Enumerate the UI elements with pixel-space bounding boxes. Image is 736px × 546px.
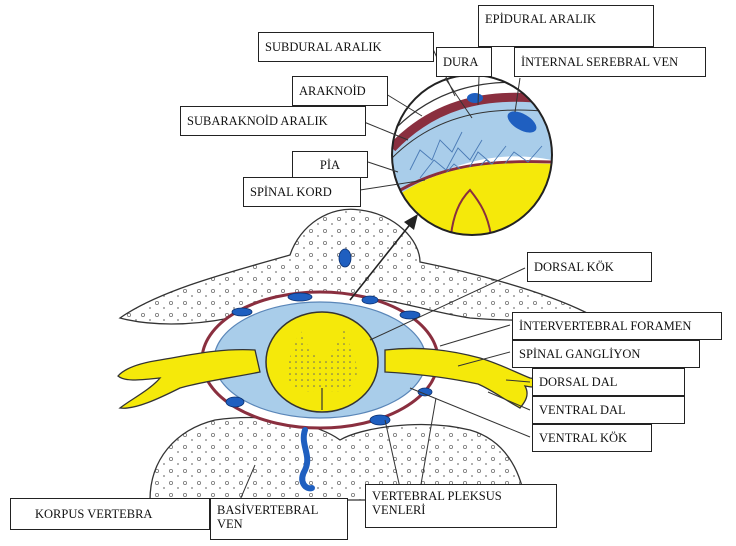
label-araknoid: ARAKNOİD [292,76,388,106]
label-ventral-kok: VENTRAL KÖK [532,424,652,452]
label-ventral-dal: VENTRAL DAL [532,396,685,424]
label-dorsal-kok: DORSAL KÖK [527,252,652,282]
label-subdural-aralik: SUBDURAL ARALIK [258,32,434,62]
label-intervertebral-foramen: İNTERVERTEBRAL FORAMEN [512,312,722,340]
label-subaraknoid-aralik: SUBARAKNOİD ARALIK [180,106,366,136]
label-vertebral-pleksus-venleri: VERTEBRAL PLEKSUS VENLERİ [365,484,557,528]
magnify-arrowhead [404,214,418,230]
label-korpus-vertebra: KORPUS VERTEBRA [10,498,210,530]
label-spinal-gangliyon: SPİNAL GANGLİYON [512,340,700,368]
label-basivertebral-ven: BASİVERTEBRAL VEN [210,498,348,540]
label-epidural-aralik: EPİDURAL ARALIK [478,5,654,47]
label-dura: DURA [436,47,492,77]
label-internal-serebral-ven: İNTERNAL SEREBRAL VEN [514,47,706,77]
label-spinal-kord: SPİNAL KORD [243,177,361,207]
label-dorsal-dal: DORSAL DAL [532,368,685,396]
label-pia: PİA [292,151,368,178]
